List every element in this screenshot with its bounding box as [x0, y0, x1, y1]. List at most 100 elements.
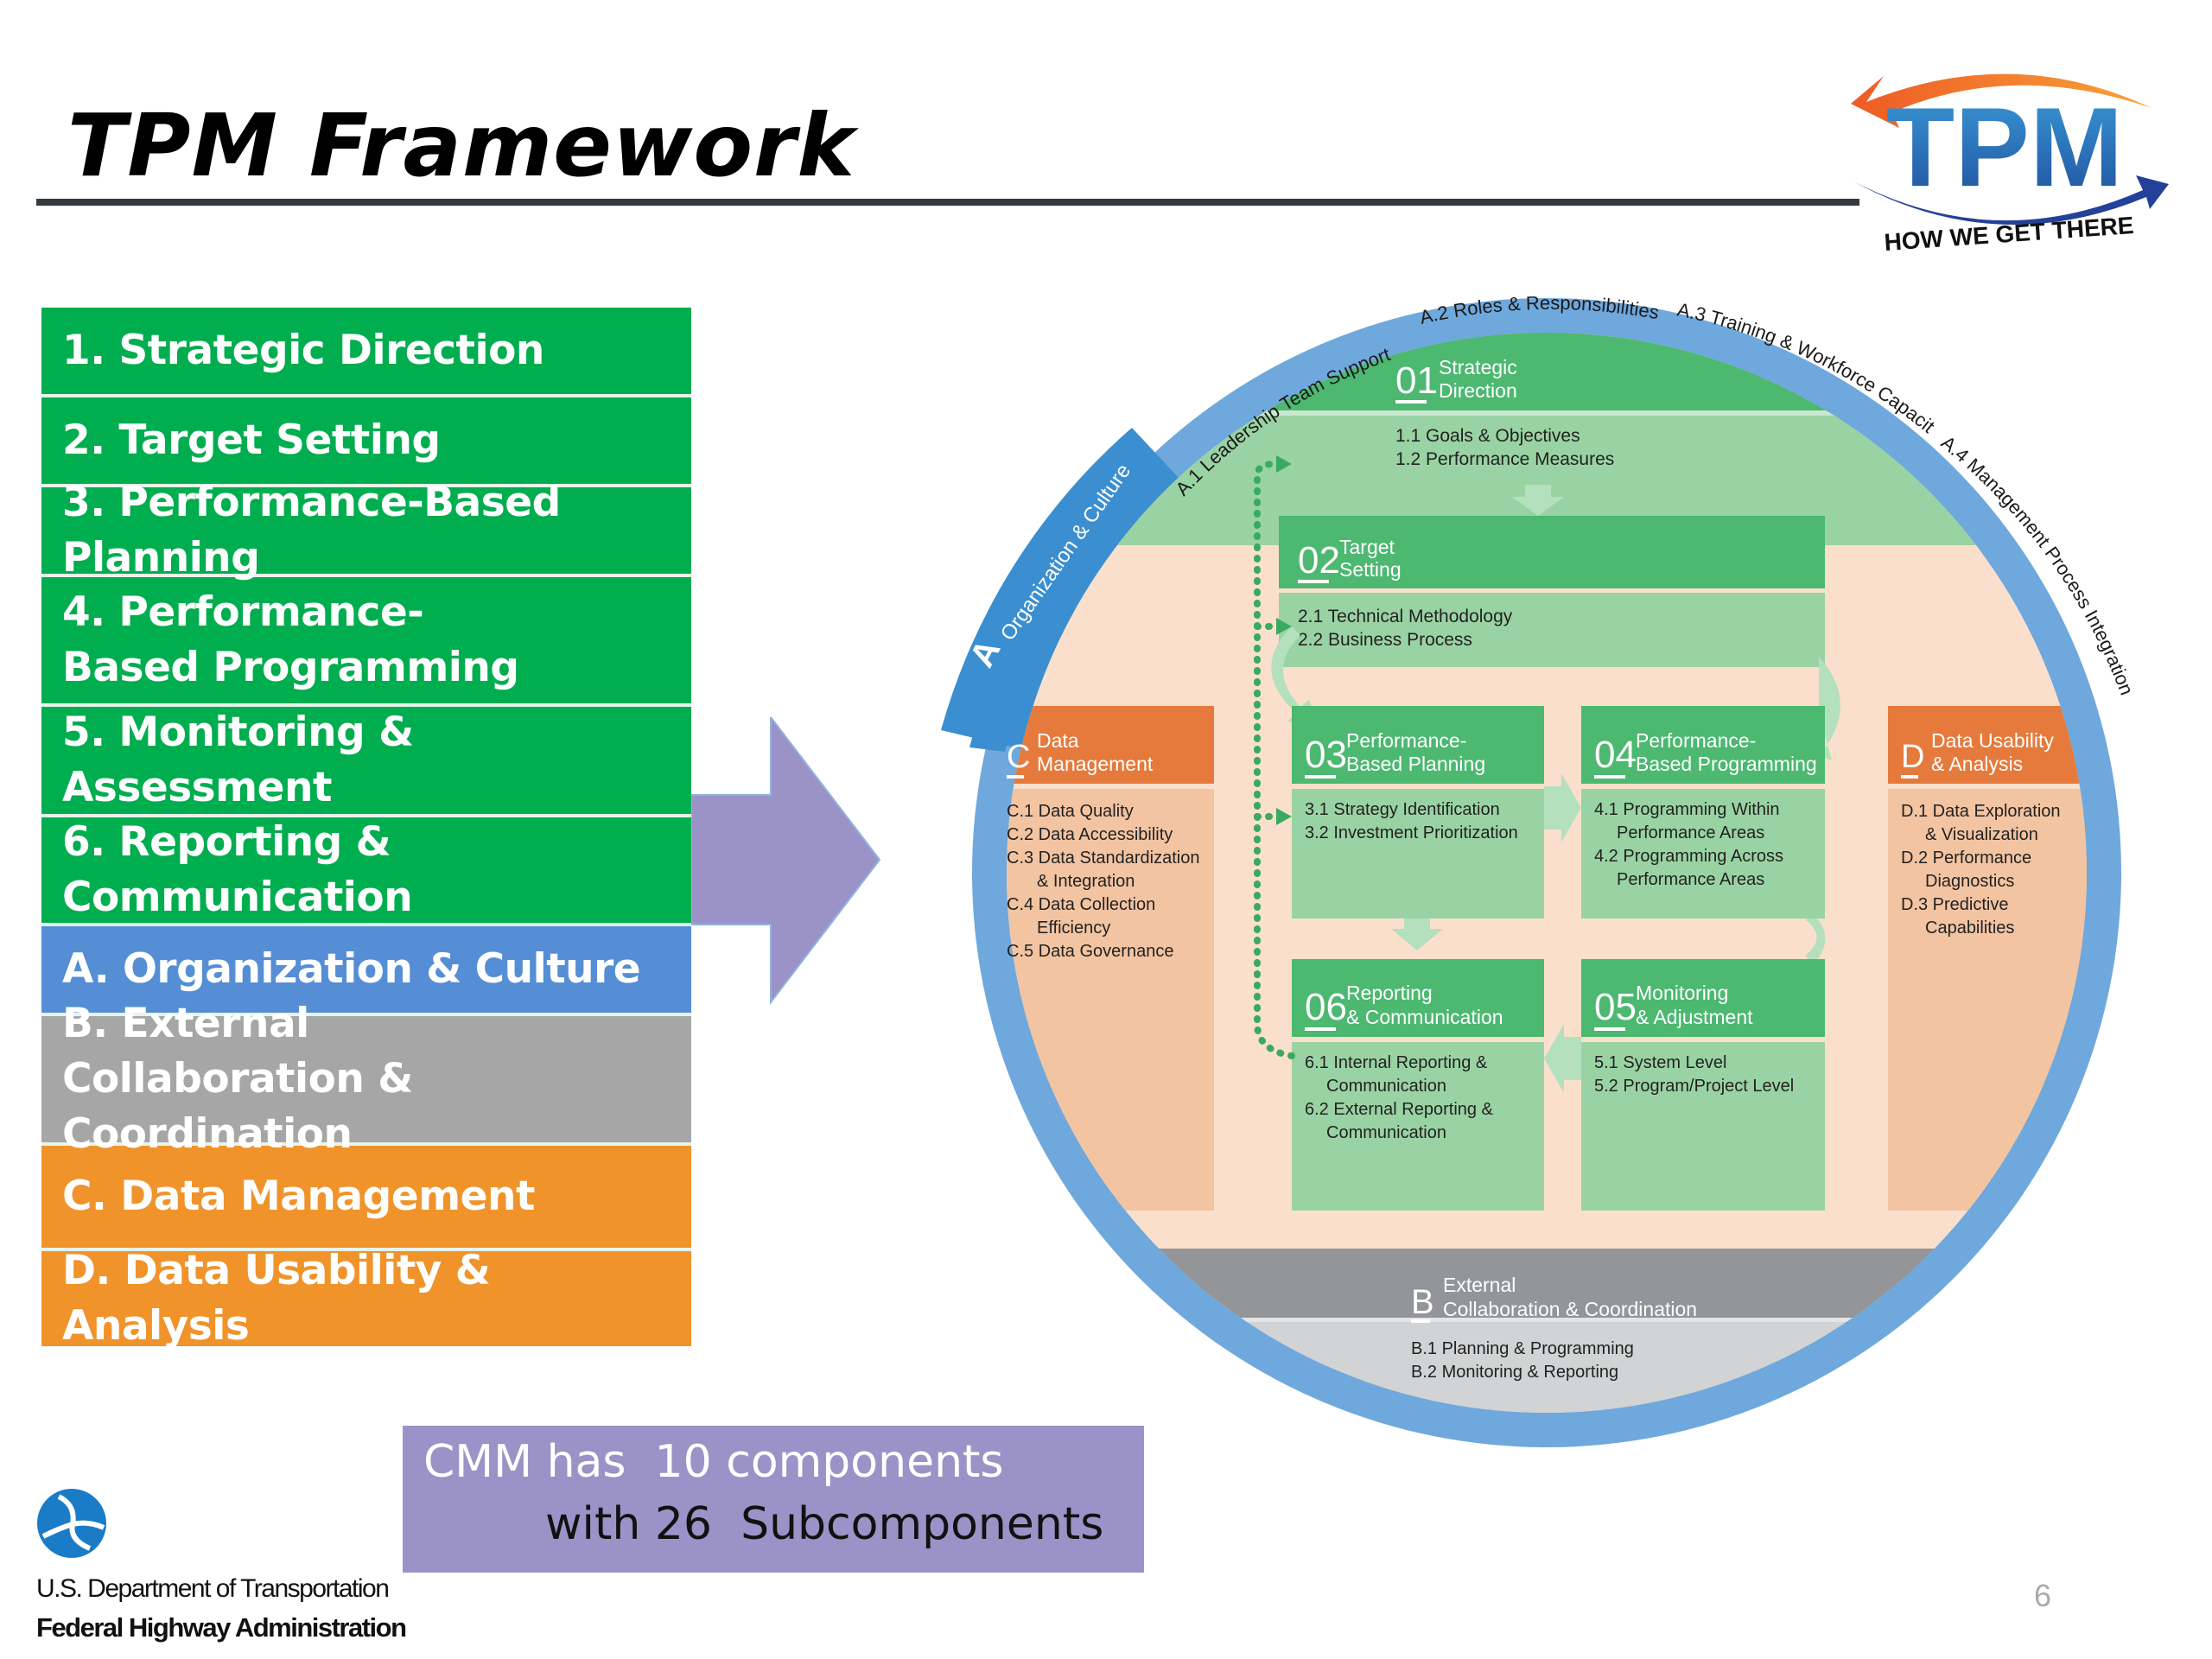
curved-arrow-icon	[1806, 912, 1826, 968]
step-number: 01	[1395, 359, 1438, 402]
step-item: 5.1 System Level	[1594, 1053, 1726, 1072]
step-02-header	[1279, 516, 1825, 588]
step-title: Setting	[1339, 558, 1402, 581]
step-item: 4.1 Programming Within	[1594, 800, 1780, 819]
step-item: Performance Areas	[1617, 870, 1764, 889]
data-usability-header	[1888, 706, 2087, 784]
component-item: A. Organization & Culture	[41, 926, 691, 1016]
slide-title: TPM Framework	[67, 95, 855, 196]
cmm-callout: CMM has 10 components with 26 Subcompone…	[403, 1426, 1144, 1573]
step-title: Target	[1339, 536, 1395, 558]
component-label: 1. Strategic Direction	[62, 327, 544, 375]
step-item: 4.2 Programming Across	[1594, 847, 1783, 866]
callout-line-2: with 26 Subcomponents	[545, 1498, 1104, 1550]
component-title: External	[1443, 1274, 1516, 1296]
step-number: 04	[1594, 734, 1637, 776]
component-item: D.3 Predictive	[1901, 895, 2009, 914]
ring-a-band	[969, 462, 1162, 752]
component-title: Data Usability	[1931, 729, 2054, 752]
step-number: 02	[1298, 539, 1340, 582]
component-item: & Integration	[1037, 872, 1135, 891]
component-item: 2. Target Setting	[41, 397, 691, 487]
component-item: 4. Performance-Based Programming	[41, 577, 691, 707]
tpm-tagline: HOW WE GET THERE	[1884, 212, 2135, 251]
step-title: & Adjustment	[1636, 1006, 1753, 1028]
component-title: & Analysis	[1931, 753, 2023, 775]
department-name: U.S. Department of Transportation	[36, 1574, 390, 1603]
framework-diagram: A.1 Leadership Team Support A.2 Roles & …	[903, 264, 2138, 1447]
component-item: C. Data Management	[41, 1146, 691, 1251]
component-list: 1. Strategic Direction 2. Target Setting…	[41, 308, 691, 1350]
title-divider	[36, 199, 1859, 206]
page-number: 6	[2034, 1578, 2052, 1613]
step-04-body	[1581, 789, 1825, 918]
callout-line-1: CMM has 10 components	[423, 1436, 1004, 1488]
step-title: Performance-	[1346, 729, 1466, 752]
component-item: 1. Strategic Direction	[41, 308, 691, 397]
component-item: 3. Performance-Based Planning	[41, 479, 691, 582]
step-number: 03	[1305, 734, 1347, 776]
component-title: Collaboration & Coordination	[1443, 1298, 1697, 1320]
component-item: C.2 Data Accessibility	[1007, 825, 1173, 844]
step-title: Reporting	[1346, 982, 1433, 1004]
component-item: D. Data Usability & Analysis	[41, 1247, 691, 1350]
step-06-body	[1292, 1042, 1544, 1211]
curved-arrow-icon	[1271, 626, 1318, 724]
step-item: Communication	[1326, 1123, 1446, 1142]
step-03-header	[1292, 706, 1544, 784]
blue-arrow-icon	[1853, 175, 2169, 225]
step-02-body	[1279, 593, 1825, 667]
step-number: 05	[1594, 986, 1637, 1028]
component-label: C. Data Management	[62, 1173, 535, 1221]
component-letter: B	[1411, 1283, 1434, 1321]
step-title: Direction	[1439, 379, 1517, 402]
step-01-header	[1007, 333, 2087, 410]
step-04-header	[1581, 706, 1825, 784]
step-title: Based Planning	[1346, 753, 1485, 775]
step-item: 6.2 External Reporting &	[1305, 1100, 1494, 1119]
component-item: & Visualization	[1925, 825, 2038, 844]
step-item: Performance Areas	[1617, 823, 1764, 842]
data-management-header	[1007, 706, 1214, 784]
component-item: Efficiency	[1037, 918, 1110, 938]
component-item: B. External Collaboration & Coordination	[41, 1000, 691, 1158]
component-item: C.1 Data Quality	[1007, 802, 1134, 821]
component-label: 4. Performance-Based Programming	[62, 588, 519, 691]
component-item: Diagnostics	[1925, 872, 2014, 891]
step-number: 06	[1305, 986, 1347, 1028]
component-item: C.4 Data Collection	[1007, 895, 1155, 914]
step-06-header	[1292, 959, 1544, 1037]
step-item: 3.2 Investment Prioritization	[1305, 823, 1518, 842]
component-label: B. External Collaboration & Coordination	[62, 1000, 413, 1158]
component-letter: D	[1901, 739, 1924, 775]
component-label: 6. Reporting & Communication	[62, 818, 413, 921]
step-title: Performance-	[1636, 729, 1756, 752]
step-title: Monitoring	[1636, 982, 1728, 1004]
component-item: D.2 Performance	[1901, 849, 2031, 868]
right-arrow-icon	[691, 717, 881, 1005]
step-05-body	[1581, 1042, 1825, 1211]
tpm-logo: TPM HOW WE GET THERE	[1851, 73, 2169, 251]
component-item: C.5 Data Governance	[1007, 942, 1173, 961]
step-item: 6.1 Internal Reporting &	[1305, 1053, 1488, 1072]
component-label: 2. Target Setting	[62, 416, 441, 465]
component-item: 5. Monitoring & Assessment	[41, 707, 691, 817]
component-title: Data	[1037, 729, 1079, 752]
component-label: A. Organization & Culture	[62, 945, 641, 994]
step-item: Communication	[1326, 1077, 1446, 1096]
step-item: 2.2 Business Process	[1298, 630, 1472, 650]
component-item: D.1 Data Exploration	[1901, 802, 2061, 821]
component-item: B.1 Planning & Programming	[1411, 1339, 1634, 1358]
component-item: B.2 Monitoring & Reporting	[1411, 1363, 1618, 1382]
component-letter: C	[1007, 739, 1030, 775]
step-05-header	[1581, 959, 1825, 1037]
step-title: & Communication	[1346, 1006, 1503, 1028]
agency-name: Federal Highway Administration	[36, 1612, 407, 1643]
tpm-logo-text: TPM	[1886, 84, 2123, 210]
step-item: 2.1 Technical Methodology	[1298, 607, 1513, 626]
step-03-body	[1292, 789, 1544, 918]
component-item: Capabilities	[1925, 918, 2014, 938]
curved-arrow-icon	[1819, 657, 1840, 760]
orange-arrow-icon	[1851, 73, 2152, 128]
step-item: 1.1 Goals & Objectives	[1395, 426, 1580, 446]
